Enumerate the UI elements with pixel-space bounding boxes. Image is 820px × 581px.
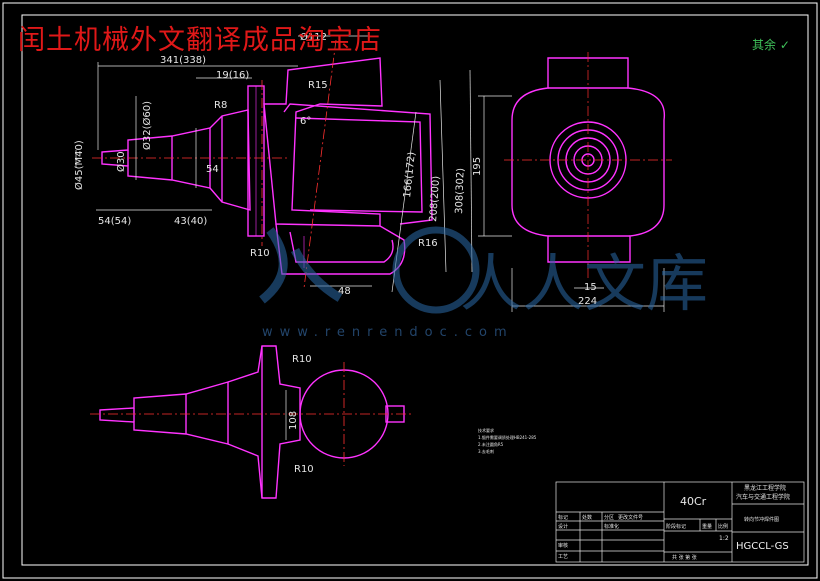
- drawing-number: HGCCL-GS: [736, 541, 789, 552]
- row-count: 处数: [582, 514, 592, 521]
- row-process: 工艺: [558, 554, 568, 560]
- material: 40Cr: [680, 495, 707, 508]
- dim-r10-bottom: R10: [294, 464, 314, 475]
- scale: 比例: [718, 523, 728, 530]
- watermark-logo-text: 人人文库: [460, 247, 708, 320]
- dim-r10-bottom-top: R10: [292, 354, 312, 365]
- row-design: 设计: [558, 523, 568, 530]
- dim-19: 19(16): [216, 70, 249, 81]
- bottom-centerlines: [90, 362, 414, 466]
- stage-mark: 阶段标记: [666, 523, 686, 530]
- dim-43: 43(40): [174, 216, 207, 227]
- front-centerlines: [92, 39, 337, 289]
- part-name: 转向节冲焊件图: [744, 516, 779, 523]
- notes-line-1: 1.锻件需要调质处理HB241-285: [478, 434, 537, 440]
- dim-d30: Ø30: [115, 151, 127, 172]
- title-block-texts: 40Cr 黑龙江工程学院 汽车与交通工程学院 转向节冲焊件图 HGCCL-GS …: [558, 484, 790, 561]
- surface-finish-label: 其余: [752, 38, 777, 52]
- row-standard: 标准化: [604, 523, 619, 530]
- dim-r16: R16: [418, 238, 438, 249]
- dim-d32: Ø32(Ø60): [141, 101, 153, 150]
- inner-border: [21, 14, 809, 566]
- surface-finish-mark: 其余 ✓: [752, 36, 790, 53]
- row-review: 审核: [558, 542, 568, 549]
- dim-341: 341(338): [160, 55, 206, 66]
- shop-watermark-title: 闰土机械外文翻译成品淘宝店: [18, 25, 382, 56]
- dim-d45: Ø45(M40): [73, 140, 85, 190]
- check-icon: ✓: [779, 38, 790, 52]
- weight: 重量: [702, 523, 712, 530]
- dim-166: 166(172): [402, 151, 418, 198]
- dim-d112: Ø112: [300, 31, 327, 43]
- dim-r15: R15: [308, 80, 328, 91]
- dim-54: 54(54): [98, 216, 131, 227]
- watermark-logo: 人人文库: [259, 226, 708, 320]
- dim-6deg: 6°: [300, 116, 311, 127]
- dim-208: 208(200): [428, 175, 442, 222]
- school-line-1: 黑龙江工程学院: [744, 484, 786, 492]
- dimension-texts-vertical: Ø32(Ø60) Ø45(M40) Ø30 166(172) 208(200) …: [73, 101, 483, 430]
- dim-15: 15: [584, 282, 597, 293]
- dim-224: 224: [578, 296, 597, 307]
- dim-308: 308(302): [454, 168, 467, 214]
- dimension-texts: Ø112 341(338) 19(16) R15 R8 6° 54 54(54)…: [98, 31, 597, 475]
- front-view: [101, 57, 433, 275]
- dim-r8: R8: [214, 100, 227, 111]
- dim-108: 108: [288, 411, 299, 430]
- notes-line-3: 3.去毛刺: [478, 448, 494, 454]
- dim-54-vertical: 54: [206, 164, 219, 175]
- row-zone: 分区: [604, 514, 614, 521]
- bottom-view: [99, 345, 405, 499]
- row-doc: 更改文件号: [618, 514, 643, 521]
- notes-title: 技术要求: [478, 427, 494, 433]
- scale-value: 1:2: [719, 535, 729, 542]
- sheets: 共 张 第 张: [672, 554, 697, 561]
- watermark-url: www.renrendoc.com: [262, 325, 514, 340]
- school-line-2: 汽车与交通工程学院: [736, 493, 790, 501]
- dim-r10-front: R10: [250, 248, 270, 259]
- notes-line-2: 2.未注圆角R5: [478, 441, 504, 447]
- row-mark: 标记: [558, 514, 568, 521]
- technical-notes: 技术要求 1.锻件需要调质处理HB241-285 2.未注圆角R5 3.去毛刺: [478, 427, 537, 454]
- dim-48: 48: [338, 286, 351, 297]
- dim-195: 195: [472, 157, 483, 176]
- title-block: [555, 481, 805, 563]
- front-dimlines: [75, 35, 473, 293]
- side-dimlines: [478, 52, 672, 312]
